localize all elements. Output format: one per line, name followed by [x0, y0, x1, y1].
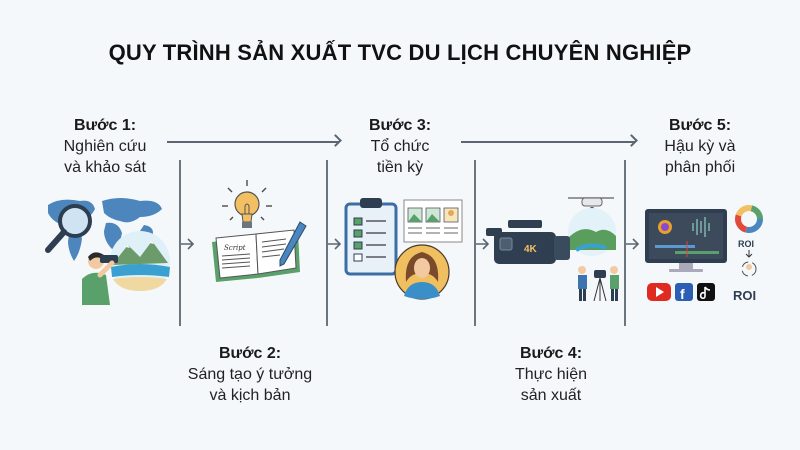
svg-text:f: f: [680, 286, 685, 302]
step-3-line1: Tổ chức: [370, 138, 430, 155]
divider-1: [179, 160, 181, 326]
step-4-line1: Thực hiện: [514, 366, 588, 383]
step-1-label: Bước 1:: [73, 117, 137, 134]
step-3-label: Bước 3:: [368, 117, 432, 134]
step-5-line2: phân phối: [664, 159, 736, 176]
step-1: Bước 1: Nghiên cứu và khảo sát: [25, 116, 185, 178]
editing-distribution-roi-icon: ROI f ROI: [645, 205, 763, 303]
page-title: QUY TRÌNH SẢN XUẤT TVC DU LỊCH CHUYÊN NG…: [108, 40, 692, 65]
chevron-right-icon: [328, 238, 342, 250]
step-1-line2: và khảo sát: [64, 159, 146, 176]
chevron-right-icon: [626, 238, 640, 250]
step-4-label: Bước 4:: [519, 345, 583, 362]
step-1-line1: Nghiên cứu: [63, 138, 147, 155]
step-3: Bước 3: Tổ chức tiền kỳ: [320, 116, 480, 178]
chevron-right-icon: [476, 238, 490, 250]
step-4: Bước 4: Thực hiện sản xuất: [471, 344, 631, 406]
checklist-storyboard-casting-icon: [344, 198, 463, 300]
camera-drone-crew-icon: 4K: [486, 197, 619, 302]
svg-text:4K: 4K: [524, 244, 538, 255]
idea-script-book-icon: Script: [212, 180, 307, 282]
step-2-label: Bước 2:: [218, 345, 282, 362]
divider-2: [326, 160, 328, 326]
svg-text:ROI: ROI: [738, 239, 754, 249]
chevron-right-icon: [181, 238, 195, 250]
step-2-line1: Sáng tạo ý tưởng: [187, 366, 313, 383]
research-map-binoculars-icon: [45, 198, 170, 305]
svg-text:Script: Script: [224, 244, 246, 252]
step-5-line1: Hậu kỳ và: [664, 138, 736, 155]
arrow-step1-to-step3: [167, 134, 342, 147]
step-3-line2: tiền kỳ: [376, 159, 424, 176]
step-2: Bước 2: Sáng tạo ý tưởng và kịch bản: [170, 344, 330, 406]
step-2-line2: và kịch bản: [209, 387, 291, 404]
divider-3: [474, 160, 476, 326]
svg-text:ROI: ROI: [733, 288, 756, 303]
divider-4: [624, 160, 626, 326]
step-5-label: Bước 5:: [668, 117, 732, 134]
arrow-step3-to-step5: [461, 134, 638, 147]
step-5: Bước 5: Hậu kỳ và phân phối: [620, 116, 780, 178]
step-4-line2: sản xuất: [520, 387, 582, 404]
